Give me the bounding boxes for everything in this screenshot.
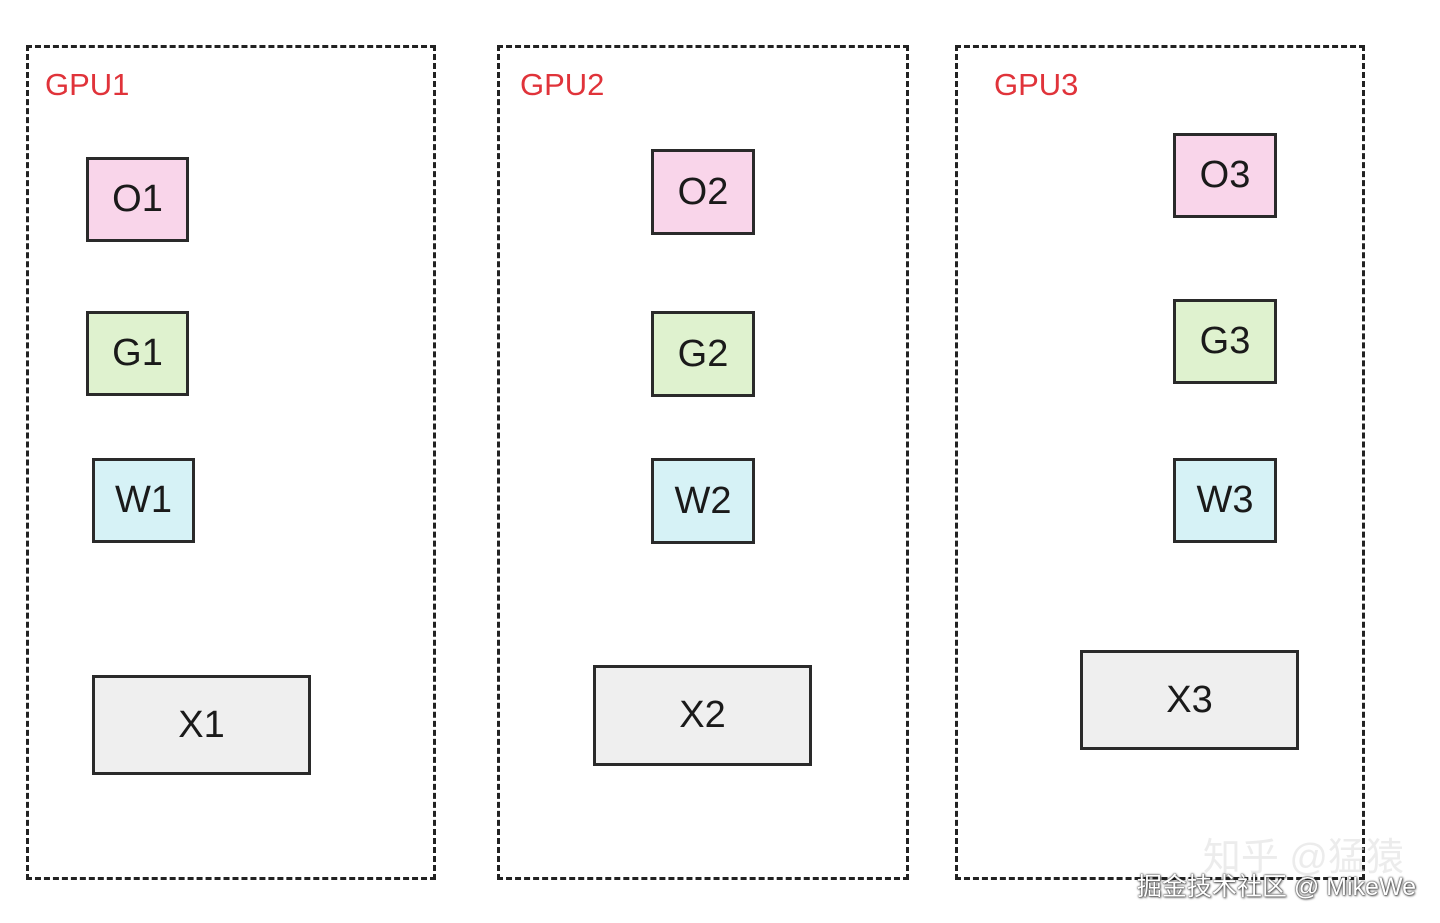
gpu1-activation-block: X1 [92,675,311,775]
gpu2-activation-block: X2 [593,665,812,766]
watermark: 掘金技术社区 @ MikeWe [1136,873,1416,901]
gpu2-panel [497,45,909,880]
gpu1-label: GPU1 [45,67,130,102]
gpu1-gradient-block: G1 [86,311,189,396]
gpu3-activation-block: X3 [1080,650,1299,750]
gpu1-weight-block: W1 [92,458,195,543]
gpu1-panel [26,45,436,880]
gpu2-label: GPU2 [520,67,605,102]
gpu3-gradient-block: G3 [1173,299,1277,384]
watermark-faint: 知乎 @猛猿 [1202,837,1404,879]
gpu3-weight-block: W3 [1173,458,1277,543]
gpu3-label: GPU3 [994,67,1079,102]
gpu1-optimizer-block: O1 [86,157,189,242]
gpu3-optimizer-block: O3 [1173,133,1277,218]
gpu2-weight-block: W2 [651,458,755,544]
gpu2-optimizer-block: O2 [651,149,755,235]
gpu2-gradient-block: G2 [651,311,755,397]
gpu3-panel [955,45,1365,880]
